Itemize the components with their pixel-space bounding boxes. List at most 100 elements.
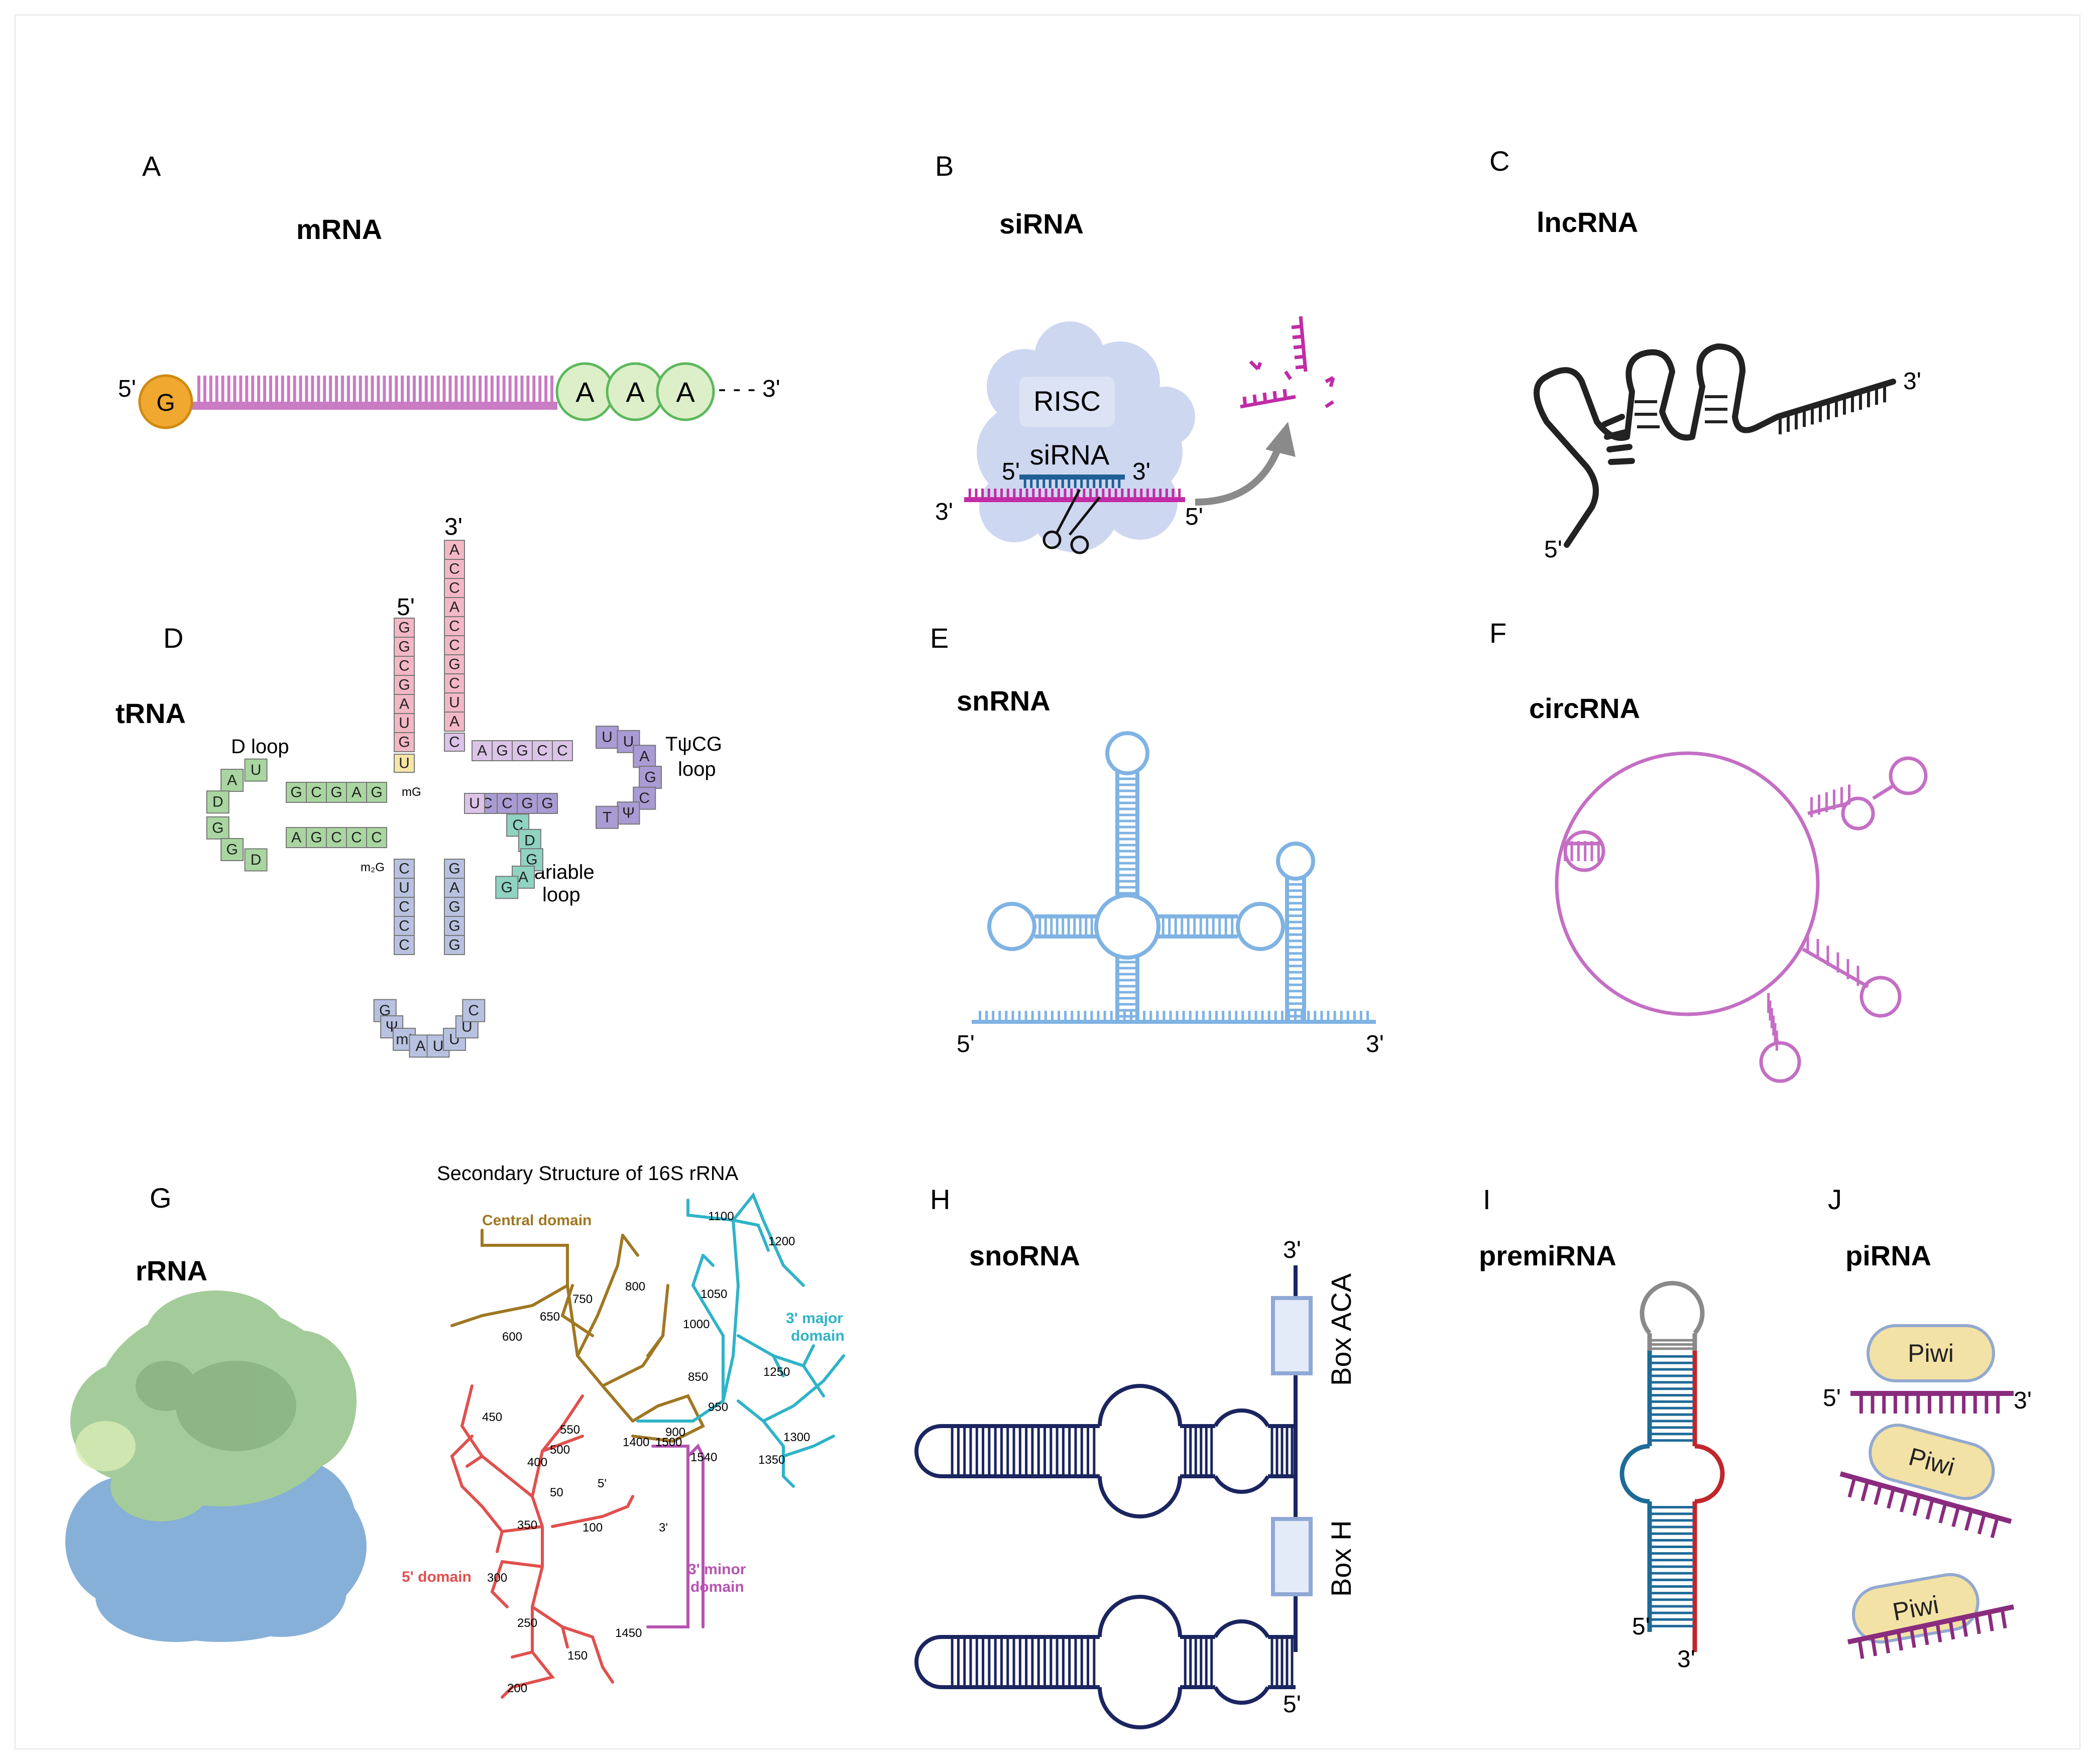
trna-nucleotide-cell [462,999,486,1022]
circrna-stem [1807,801,1848,815]
trna-nucleotide-cell [464,793,485,814]
rrna-position-number: 1400 [623,1436,649,1449]
trna-nucleotide: G [644,769,656,786]
snrna-structure [972,731,1376,1024]
trna-nucleotide-cell [394,935,415,955]
m2g-mark: m₂G [361,861,385,874]
pirna-five-prime: 5' [1823,1385,1841,1412]
trna-nucleotide: A [477,743,487,759]
trna-nucleotide-cell [552,740,573,761]
panel-letter-j: J [1828,1184,1842,1215]
trna-nucleotide: G [516,743,528,759]
pirna-tick [1896,1631,1903,1651]
trna-nucleotide-cell [497,793,518,814]
figure-frame [14,14,2081,1750]
panel-b-sirna: B siRNA RISC siRNA 5' 3' 3' 5' [935,150,1335,554]
trna-nucleotide: C [502,795,513,812]
trna-nucleotide-cell [244,758,268,782]
snorna-structure [914,1265,1313,1729]
rrna-position-number: 1450 [615,1626,642,1640]
pirna-tick [1961,1617,1968,1637]
pirna-strand-3 [1847,1604,2015,1644]
trna-nucleotide: G [290,784,302,801]
box-h-label: Box H [1325,1520,1357,1597]
snorna-three-prime: 3' [1283,1237,1301,1263]
central-domain-label: Central domain [482,1212,592,1229]
trna-nucleotide: U [469,795,480,812]
trna-nucleotide: C [331,830,342,846]
trna-nucleotide: C [399,918,410,934]
snorna-ticks [951,1426,1294,1687]
rrna-position-number: 350 [517,1518,537,1532]
pirna-tick [2000,1609,2007,1629]
trna-nucleotide: A [449,542,459,558]
pirna-strand-2 [1839,1471,2012,1524]
panel-title-snorna: snoRNA [969,1240,1080,1271]
central-domain-path [450,1229,706,1443]
rrna-position-number: 100 [583,1521,603,1535]
panel-letter-f: F [1489,617,1506,649]
rrna-position-number: 1000 [683,1318,710,1331]
rrna-position-number: 1200 [768,1235,795,1248]
trna-nucleotide: G [379,1002,391,1019]
trna-nucleotide: T [603,809,612,826]
trna-nucleotide: G [448,899,460,915]
panel-letter-i: I [1483,1184,1491,1215]
trna-nucleotide-cell [306,782,327,803]
trna-nucleotide: C [449,637,460,654]
premirna-three-prime: 3' [1677,1646,1695,1673]
pirna-tick [1912,1496,1921,1516]
premirna-structure [1619,1280,1725,1652]
three-major-domain-path [636,1192,845,1488]
rrna-position-number: 1500 [655,1436,682,1449]
trna-nucleotide: D [212,794,223,810]
trna-nucleotide: A [415,1038,425,1054]
trna-nucleotide-cell [444,859,465,879]
trna-nucleotide-cell [244,848,268,872]
mrna-cap-letter: G [156,390,175,416]
rrna-position-number: 300 [487,1571,507,1585]
premirna-ticks [1651,1339,1693,1627]
pirna-tick [1951,1507,1960,1527]
rrna-position-number: 450 [482,1410,502,1424]
trna-nucleotide: A [639,748,649,765]
trna-nucleotide: C [449,580,460,597]
target-base-ticks [968,489,1181,500]
panel-letter-d: D [163,622,183,654]
trna-nucleotide-cell [444,673,465,693]
trna-nucleotide: D [251,852,262,868]
mrna-base-ticks [197,376,554,402]
trna-nucleotide-cell [444,733,465,752]
lncrna-strand [1534,343,1896,548]
pirna-tick [1948,1620,1955,1640]
trna-nucleotide: U [461,1019,473,1035]
piwi-protein-3 [1851,1573,1980,1644]
trna-nucleotide: G [226,841,238,858]
trna-nucleotide: G [212,819,223,836]
piwi-protein-1 [1867,1324,1995,1382]
trna-nucleotide-cell [220,769,244,792]
sirna-three-prime: 3' [1132,458,1150,485]
pirna-tick [1974,1614,1981,1634]
rrna-position-number: 750 [572,1292,593,1306]
trna-nucleotide: A [291,830,301,846]
pirna-tick [1860,1481,1870,1501]
trna-nucleotide-cell [512,740,533,761]
trna-nucleotide: G [330,784,342,801]
pirna-three-prime: 3' [2014,1387,2032,1414]
trna-nucleotide-cell [472,740,493,761]
trna-nucleotide: C [449,734,460,751]
rrna-position-number: 550 [560,1423,580,1437]
three-major-domain-label-1: 3' major [786,1310,843,1327]
trna-nucleotide-cell [537,793,558,814]
trna-nucleotide: C [449,618,460,635]
trna-nucleotide: G [496,743,508,759]
trna-nucleotide-cell [444,635,465,655]
panel-title-circrna: circRNA [1529,692,1640,724]
trna-nucleotide: A [449,880,459,896]
lncrna-three-prime: 3' [1903,368,1921,395]
trna-nucleotide-cell [394,897,415,917]
pirna-tick [1938,1503,1947,1523]
pirna-ticks [1847,1393,2007,1659]
mrna-five-prime: 5' [118,376,136,402]
